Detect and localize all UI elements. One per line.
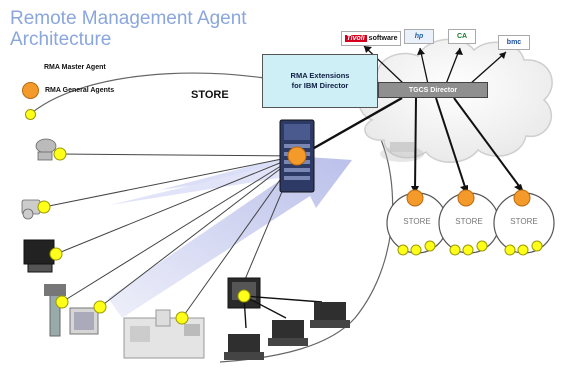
ca-brand: CA (456, 33, 468, 40)
bmc-logo: bmc (498, 35, 530, 50)
remote-store-label-2: STORE (455, 217, 483, 226)
tgcs-director-label: TGCS Director (378, 82, 488, 98)
legend-general-label: RMA General Agents (45, 87, 115, 94)
title-line-1: Remote Management Agent (10, 8, 247, 29)
director-server-hint-icon (380, 142, 424, 162)
terminal-icon-1 (224, 334, 264, 360)
legend-general: RMA General Agents (22, 82, 114, 99)
monitor-icon (69, 307, 99, 335)
rma-extensions-box: RMA Extensions for IBM Director (262, 54, 378, 108)
camera-icon-top (35, 138, 57, 161)
hp-logo: hp (404, 29, 434, 44)
terminal-icon-2 (268, 320, 308, 346)
tivoli-brand: Tivoli (344, 35, 367, 42)
store-label: STORE (191, 89, 229, 101)
remote-master-agent-nodes (406, 189, 531, 207)
legend-master: RMA Master Agent (44, 64, 106, 71)
legend-master-label: RMA Master Agent (44, 64, 106, 71)
server-to-director-link (299, 96, 403, 158)
legend-general-dot-row (25, 109, 42, 120)
remote-store-label-1: STORE (403, 217, 431, 226)
checkout-lane-icon (123, 309, 205, 359)
legend-general-dot (25, 109, 36, 120)
hp-brand: hp (414, 33, 424, 40)
title-line-2: Architecture (10, 29, 112, 50)
store-boundary (25, 72, 394, 363)
pos-terminal-icon (23, 239, 55, 273)
terminal-icon-3 (310, 302, 350, 328)
bmc-brand: bmc (506, 39, 522, 46)
tivoli-software-logo: Tivoli software (341, 31, 401, 46)
rma-box-line-2: for IBM Director (291, 81, 349, 90)
remote-general-agent-nodes (397, 240, 543, 256)
camera-icon-mid (21, 199, 41, 220)
beam-fan (110, 154, 304, 205)
legend-master-dot (22, 82, 39, 99)
rma-box-line-1: RMA Extensions (290, 71, 350, 80)
general-agent-nodes (37, 147, 251, 325)
diagram-title: Remote Management Agent Architecture (10, 8, 310, 50)
device-links (43, 153, 298, 319)
director-store-links (414, 97, 523, 191)
kiosk-icon (44, 284, 66, 337)
master-agent-node (287, 146, 307, 166)
flow-arrow (108, 156, 352, 318)
tivoli-software-text: software (368, 35, 398, 42)
ca-logo: CA (448, 29, 476, 44)
remote-store-label-3: STORE (510, 217, 538, 226)
